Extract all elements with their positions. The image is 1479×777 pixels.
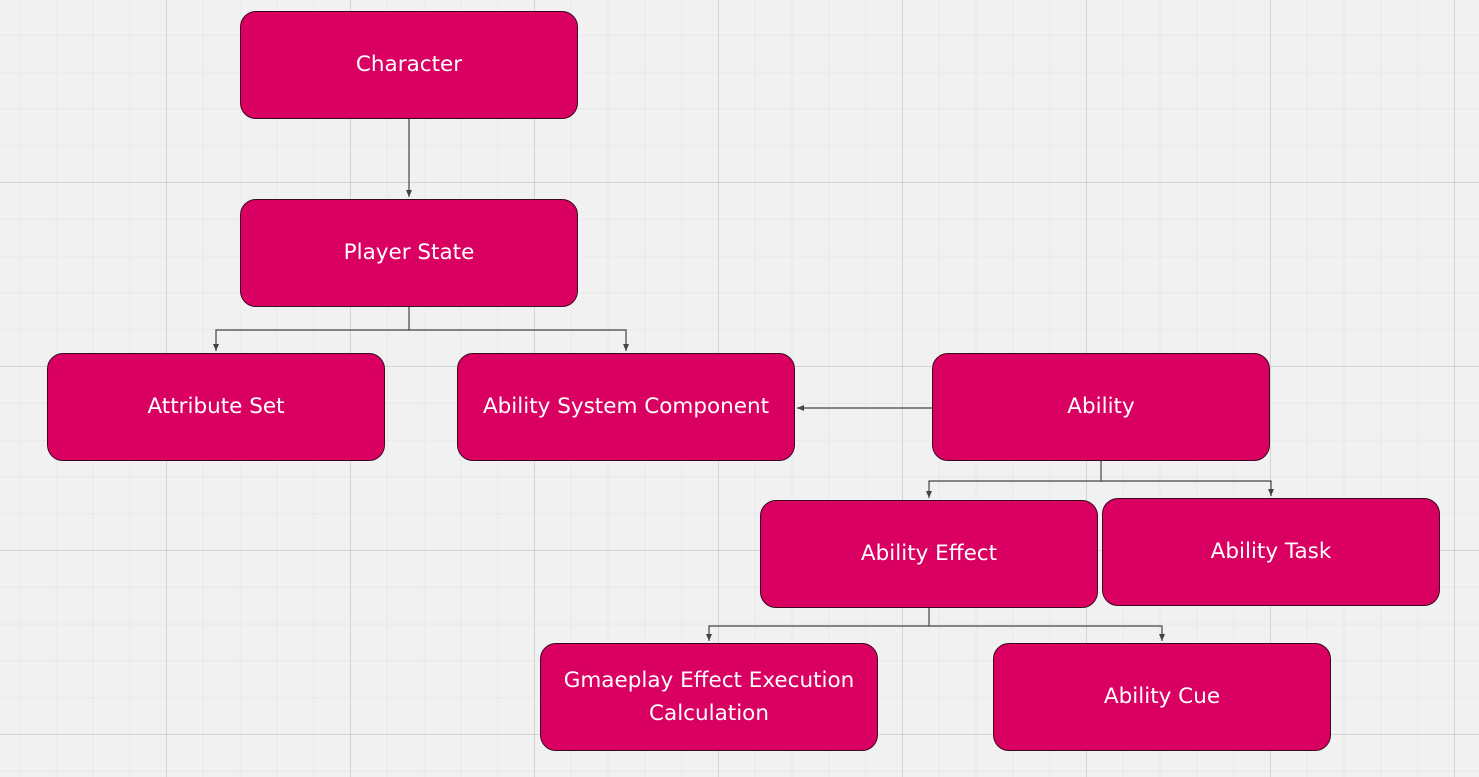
node-ability[interactable]: Ability [932, 353, 1270, 461]
node-gameplay-effect-execution-calculation[interactable]: Gmaeplay Effect Execution Calculation [540, 643, 878, 751]
node-ability-cue-label: Ability Cue [1103, 684, 1221, 710]
node-gameplay-effect-execution-calculation-label-line-1: Gmaeplay Effect Execution [563, 667, 855, 693]
node-ability-system-component[interactable]: Ability System Component [457, 353, 795, 461]
connector-ability-to-ability-task [1101, 480, 1274, 496]
connector-player-state-to-attribute-set [213, 307, 410, 351]
node-ability-system-component-label: Ability System Component [482, 394, 770, 420]
node-player-state-label: Player State [343, 240, 475, 266]
node-ability-label: Ability [1067, 394, 1135, 420]
node-player-state[interactable]: Player State [240, 199, 578, 307]
connector-ability-to-ability-effect [926, 461, 1102, 498]
node-attribute-set[interactable]: Attribute Set [47, 353, 385, 461]
node-character-label: Character [355, 52, 463, 78]
node-ability-effect[interactable]: Ability Effect [760, 500, 1098, 608]
node-attribute-set-label: Attribute Set [147, 394, 285, 420]
node-ability-effect-label: Ability Effect [860, 541, 998, 567]
node-ability-task-label: Ability Task [1210, 539, 1332, 565]
node-gameplay-effect-execution-calculation-text: Gmaeplay Effect Execution Calculation [564, 664, 855, 731]
connector-ability-effect-to-gameplay-effect-execution-calculation [706, 608, 930, 641]
node-gameplay-effect-execution-calculation-label-line-2: Calculation [649, 701, 769, 726]
node-ability-cue[interactable]: Ability Cue [993, 643, 1331, 751]
node-character[interactable]: Character [240, 11, 578, 119]
connector-player-state-to-ability-system-component [409, 329, 629, 351]
connector-ability-effect-to-ability-cue [929, 625, 1165, 641]
node-ability-task[interactable]: Ability Task [1102, 498, 1440, 606]
